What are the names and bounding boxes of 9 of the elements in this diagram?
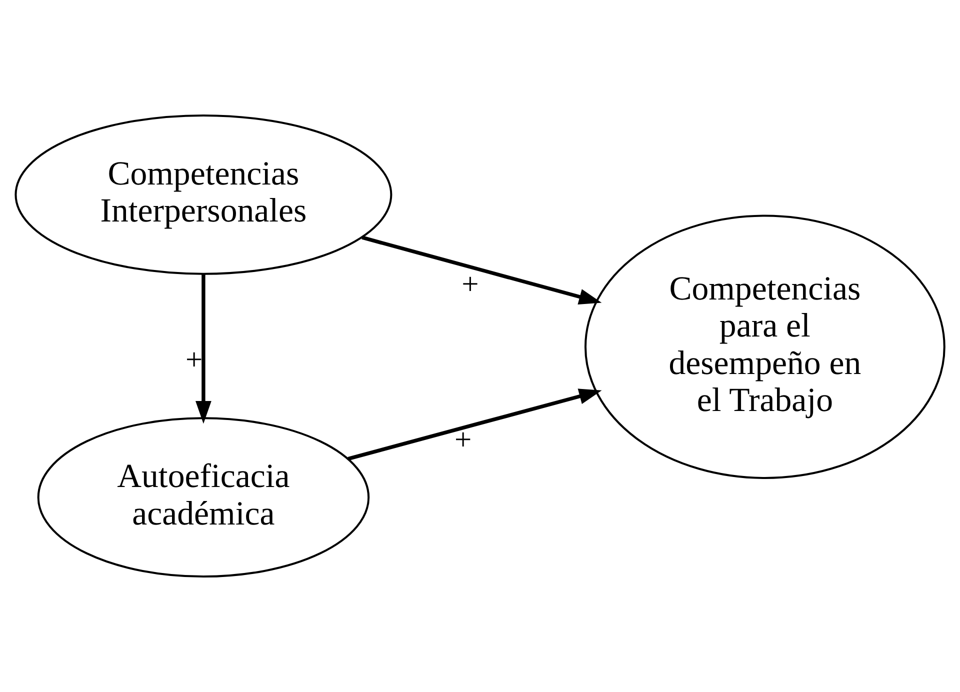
arrow (348, 388, 602, 461)
arrow (196, 274, 212, 424)
node-ellipse: Competencias Interpersonales (14, 114, 392, 275)
node-ellipse: Competencias para el desempeño en el Trabajo (584, 214, 946, 479)
arrow (362, 236, 602, 304)
edge-label: + (186, 342, 203, 377)
edge-label: + (454, 422, 472, 457)
node-ellipse: Autoeficacia académica (37, 417, 370, 578)
edge-label: + (462, 266, 479, 301)
